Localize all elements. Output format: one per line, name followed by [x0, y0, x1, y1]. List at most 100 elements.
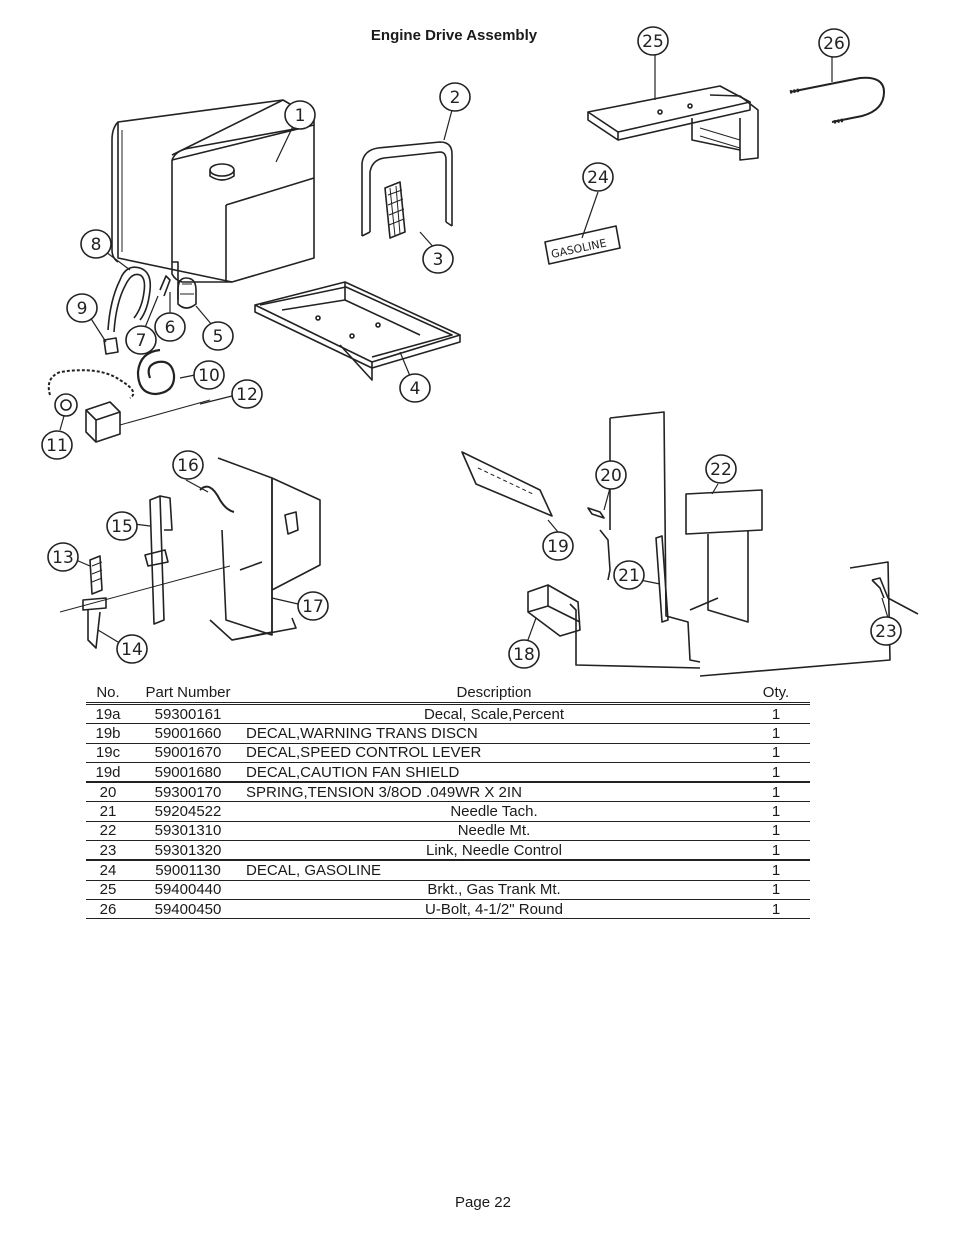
callout-12: 12: [231, 379, 263, 409]
callout-14: 14: [116, 634, 148, 664]
cell-description: DECAL,WARNING TRANS DISCN: [246, 723, 742, 744]
cell-description: DECAL, GASOLINE: [246, 860, 742, 881]
callout-9: 9: [66, 293, 98, 323]
page-number: Page 22: [455, 1194, 511, 1211]
cell-qty: 1: [742, 860, 810, 881]
cell-qty: 1: [742, 840, 810, 862]
cell-description: DECAL,SPEED CONTROL LEVER: [246, 743, 742, 763]
svg-text:5: 5: [213, 327, 224, 347]
decal-19-part: [461, 451, 553, 517]
heat-shield-part: [361, 141, 453, 239]
callout-25: 25: [637, 26, 669, 56]
cell-part-number: 59400440: [130, 880, 246, 900]
cell-part-number: 59300170: [130, 782, 246, 803]
cell-part-number: 59400450: [130, 899, 246, 920]
svg-text:6: 6: [165, 318, 176, 338]
cell-description: Link, Needle Control: [246, 840, 742, 862]
cell-qty: 1: [742, 762, 810, 784]
cell-description: Needle Mt.: [246, 821, 742, 842]
callout-18: 18: [508, 639, 540, 669]
cell-part-number: 59001130: [130, 860, 246, 881]
cell-description: U-Bolt, 4-1/2" Round: [246, 899, 742, 920]
callout-16: 16: [172, 450, 204, 480]
cell-part-number: 59301320: [130, 840, 246, 862]
svg-text:9: 9: [77, 299, 88, 319]
cell-no: 22: [86, 821, 130, 842]
tank-frame-part: [254, 281, 461, 381]
svg-text:13: 13: [52, 548, 74, 568]
header-part-number: Part Number: [130, 682, 246, 704]
cell-qty: 1: [742, 899, 810, 920]
fuel-tank-part: [111, 99, 315, 283]
callout-15: 15: [106, 511, 138, 541]
svg-text:7: 7: [136, 331, 147, 351]
cell-description: Decal, Scale,Percent: [246, 703, 742, 725]
callout-21: 21: [613, 560, 645, 590]
control-linkage-parts: [59, 457, 321, 649]
svg-text:10: 10: [198, 366, 220, 386]
svg-text:24: 24: [587, 168, 609, 188]
svg-text:8: 8: [91, 235, 102, 255]
svg-text:23: 23: [875, 622, 897, 642]
cell-no: 24: [86, 860, 130, 881]
callout-23: 23: [870, 616, 902, 646]
svg-text:21: 21: [618, 566, 640, 586]
callout-10: 10: [193, 360, 225, 390]
svg-text:2: 2: [450, 88, 461, 108]
svg-text:17: 17: [302, 597, 324, 617]
cell-no: 19a: [86, 703, 130, 725]
cell-qty: 1: [742, 703, 810, 725]
callout-11: 11: [41, 430, 73, 460]
gasoline-decal-part: GASOLINE: [544, 225, 621, 265]
header-qty: Oty.: [742, 682, 810, 704]
cell-qty: 1: [742, 880, 810, 900]
callout-19: 19: [542, 531, 574, 561]
wiring-parts: [47, 348, 211, 443]
bracket-part: [527, 584, 581, 637]
svg-text:19: 19: [547, 537, 569, 557]
svg-text:3: 3: [433, 250, 444, 270]
cell-no: 23: [86, 840, 130, 862]
header-description: Description: [246, 682, 742, 704]
cell-description: Brkt., Gas Trank Mt.: [246, 880, 742, 900]
cell-part-number: 59001670: [130, 743, 246, 763]
callout-20: 20: [595, 460, 627, 490]
svg-text:26: 26: [823, 34, 845, 54]
svg-text:18: 18: [513, 645, 535, 665]
cell-no: 20: [86, 782, 130, 803]
svg-text:25: 25: [642, 32, 664, 52]
cell-part-number: 59300161: [130, 703, 246, 725]
exploded-parts-diagram: GASOLINE: [41, 26, 919, 677]
svg-text:1: 1: [295, 106, 306, 126]
cell-no: 26: [86, 899, 130, 920]
cell-part-number: 59301310: [130, 821, 246, 842]
cell-no: 25: [86, 880, 130, 900]
callouts: 1 2 3 4 5 6 7 8 9 10 11 12 13 14 15 16 1…: [41, 26, 902, 669]
needle-mount-parts: [569, 411, 891, 677]
svg-text:22: 22: [710, 460, 732, 480]
svg-text:20: 20: [600, 466, 622, 486]
callout-1: 1: [284, 100, 316, 130]
cell-qty: 1: [742, 743, 810, 763]
callout-4: 4: [399, 373, 431, 403]
cell-no: 21: [86, 801, 130, 822]
callout-7: 7: [125, 325, 157, 355]
callout-3: 3: [422, 244, 454, 274]
cell-description: SPRING,TENSION 3/8OD .049WR X 2IN: [246, 782, 742, 803]
cell-description: DECAL,CAUTION FAN SHIELD: [246, 762, 742, 784]
callout-2: 2: [439, 82, 471, 112]
header-no: No.: [86, 682, 130, 704]
callout-17: 17: [297, 591, 329, 621]
tank-mount-bracket-part: [587, 85, 759, 161]
callout-5: 5: [202, 321, 234, 351]
svg-text:14: 14: [121, 640, 143, 660]
